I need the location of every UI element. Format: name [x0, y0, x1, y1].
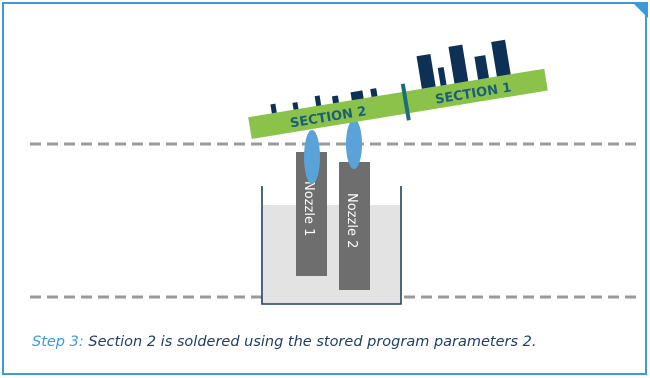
component	[416, 53, 436, 89]
component	[314, 95, 322, 107]
component	[350, 90, 364, 101]
caption-text: Section 2 is soldered using the stored p…	[83, 334, 537, 350]
bath-liquid	[263, 205, 400, 304]
bath-container	[261, 186, 402, 305]
caption-step: Step 3	[32, 334, 79, 350]
pcb-assembly: SECTION 2 SECTION 1	[248, 39, 548, 139]
component	[292, 102, 299, 110]
caption-separator: :	[78, 334, 84, 350]
caption: Step 3: Section 2 is soldered using the …	[32, 334, 537, 350]
component	[491, 39, 511, 77]
nozzle-2	[339, 162, 370, 290]
component	[448, 44, 469, 84]
solder-wave-1	[304, 130, 320, 184]
component	[270, 103, 277, 114]
component	[474, 55, 489, 80]
component	[370, 88, 378, 98]
nozzle-1-label: Nozzle 1	[301, 181, 316, 236]
component	[331, 95, 339, 104]
solder-wave-2	[346, 119, 362, 169]
corner-triangle	[632, 2, 648, 18]
pcb-board	[248, 68, 548, 139]
component	[437, 66, 447, 86]
nozzle-2-label: Nozzle 2	[344, 193, 359, 248]
section-divider	[400, 83, 411, 121]
